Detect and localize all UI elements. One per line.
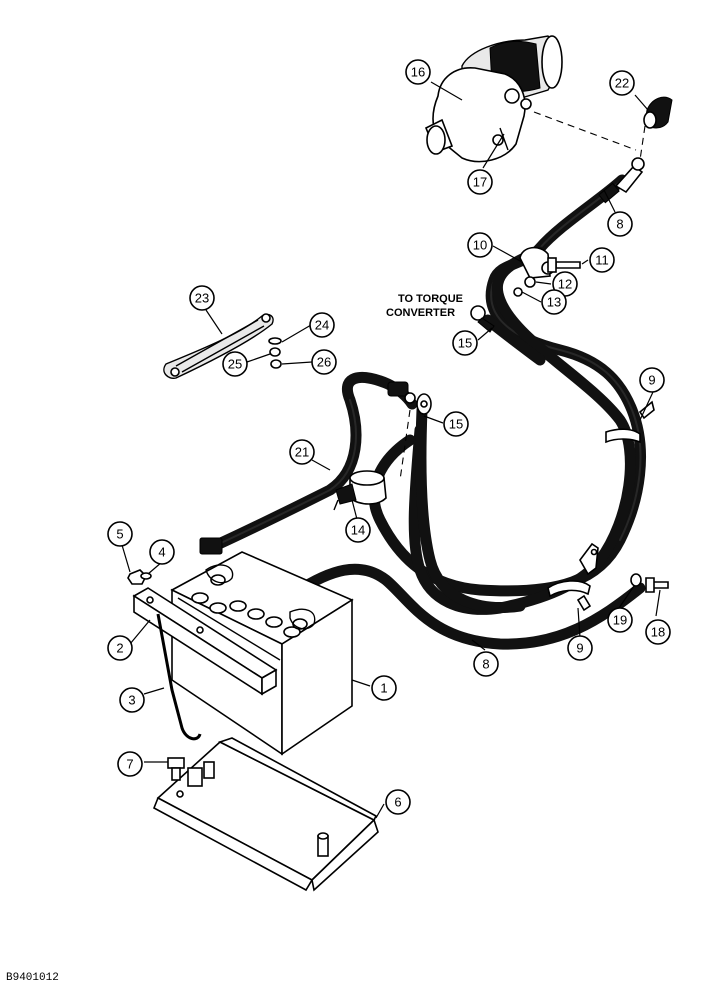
battery-positive-cable	[290, 563, 646, 650]
svg-text:15: 15	[449, 417, 463, 432]
callout-9-upper: 9	[639, 367, 665, 393]
washer-4	[140, 572, 152, 580]
torque-converter-note: TO TORQUE CONVERTER	[386, 293, 463, 319]
washer-12	[524, 276, 536, 288]
svg-text:18: 18	[651, 625, 665, 640]
ring-terminal-15-top	[470, 305, 495, 333]
callout-6: 6	[385, 789, 411, 815]
svg-text:19: 19	[613, 613, 627, 628]
svg-text:6: 6	[394, 795, 401, 810]
bolt-7	[167, 757, 185, 781]
svg-text:15: 15	[458, 336, 472, 351]
nut-13	[513, 287, 523, 297]
svg-text:5: 5	[116, 527, 123, 542]
svg-text:25: 25	[228, 357, 242, 372]
svg-text:1: 1	[380, 681, 387, 696]
ring-terminal-21	[404, 392, 416, 404]
bolt-18	[645, 577, 669, 593]
cable-bracket	[579, 542, 599, 576]
callout-8-bottom: 8	[473, 651, 499, 677]
callout-14: 14	[345, 517, 371, 543]
svg-text:17: 17	[473, 175, 487, 190]
callout-8-top: 8	[607, 211, 633, 237]
svg-text:8: 8	[482, 657, 489, 672]
callout-19: 19	[607, 607, 633, 633]
svg-text:21: 21	[295, 445, 309, 460]
callout-1: 1	[371, 675, 397, 701]
battery-hold-down	[132, 587, 278, 696]
washer-19	[630, 573, 642, 587]
callout-2: 2	[107, 635, 133, 661]
callout-21: 21	[289, 439, 315, 465]
cable-clip-9-lower	[547, 580, 592, 612]
svg-text:13: 13	[547, 295, 561, 310]
svg-text:11: 11	[595, 253, 609, 268]
ground-cable-torque-converter	[408, 246, 636, 615]
hold-down-rod	[156, 613, 202, 741]
cable-boot-21	[387, 381, 409, 397]
nut-26	[270, 359, 282, 369]
callout-26: 26	[311, 349, 337, 375]
svg-text:23: 23	[195, 291, 209, 306]
callout-4: 4	[149, 539, 175, 565]
svg-text:16: 16	[411, 65, 425, 80]
note-line2: CONVERTER	[386, 307, 455, 319]
svg-text:9: 9	[576, 641, 583, 656]
nut-5	[127, 569, 147, 585]
callout-24: 24	[309, 312, 335, 338]
callout-23: 23	[189, 285, 215, 311]
callout-15-mid: 15	[443, 411, 469, 437]
ring-terminal-15	[416, 393, 432, 415]
callout-12: 12	[552, 271, 578, 297]
battery-terminal-21	[199, 537, 223, 555]
bolt-11	[547, 257, 581, 273]
battery-caps	[191, 592, 301, 638]
callout-18: 18	[645, 619, 671, 645]
callout-17: 17	[467, 169, 493, 195]
callout-7: 7	[117, 751, 143, 777]
battery-tray	[152, 737, 379, 892]
starter-relay	[333, 470, 387, 511]
svg-text:22: 22	[615, 76, 629, 91]
svg-text:26: 26	[317, 355, 331, 370]
callout-22: 22	[609, 70, 635, 96]
note-line1: TO TORQUE	[398, 293, 463, 305]
ground-cable-short	[482, 314, 546, 366]
ground-cable-15	[415, 404, 526, 613]
callout-9-lower: 9	[567, 635, 593, 661]
washer-25	[269, 347, 281, 357]
svg-text:24: 24	[315, 318, 329, 333]
starter-motor	[424, 35, 637, 163]
svg-text:4: 4	[158, 545, 165, 560]
washer-24	[268, 337, 282, 345]
ground-strap	[163, 313, 274, 379]
callout-25: 25	[222, 351, 248, 377]
svg-text:14: 14	[351, 523, 365, 538]
svg-text:7: 7	[126, 757, 133, 772]
svg-text:2: 2	[116, 641, 123, 656]
terminal-boot	[639, 96, 673, 161]
cable-clip-9-upper	[605, 400, 655, 444]
svg-text:8: 8	[616, 217, 623, 232]
callout-15-top: 15	[452, 330, 478, 356]
svg-text:10: 10	[473, 238, 487, 253]
callout-13: 13	[541, 289, 567, 315]
callout-5: 5	[107, 521, 133, 547]
svg-text:9: 9	[648, 373, 655, 388]
callout-16: 16	[405, 59, 431, 85]
callout-11: 11	[589, 247, 615, 273]
callout-10: 10	[467, 232, 493, 258]
figure-code: B9401012	[6, 972, 59, 984]
callout-3: 3	[119, 687, 145, 713]
starter-ring-terminal	[598, 157, 645, 204]
svg-text:12: 12	[558, 277, 572, 292]
tray-hook	[317, 832, 329, 857]
svg-text:3: 3	[128, 693, 135, 708]
